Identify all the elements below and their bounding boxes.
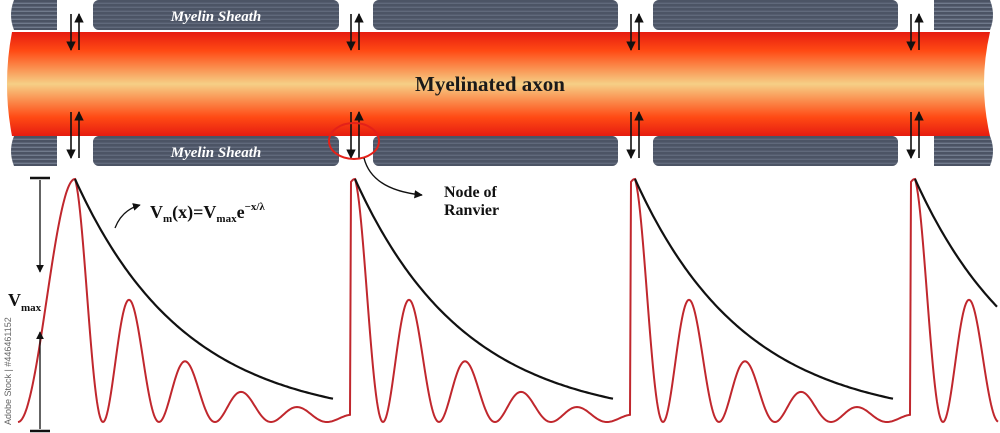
node-label-line1: Node of bbox=[444, 184, 498, 201]
axon-label: Myelinated axon bbox=[415, 72, 565, 96]
decay-envelope-curve bbox=[73, 178, 334, 400]
node-highlight-circle bbox=[328, 122, 380, 160]
vmax-scale: Vmax bbox=[8, 176, 50, 433]
decay-envelope-curve bbox=[353, 178, 614, 400]
membrane-potential-waves bbox=[17, 177, 999, 424]
sheath-label-top: Myelin Sheath bbox=[170, 9, 261, 25]
node-label-line2: Ranvier bbox=[444, 202, 499, 219]
vmax-label: Vmax bbox=[8, 290, 42, 314]
equation: Vm(x)=Vmaxe−x/λ bbox=[150, 201, 265, 225]
decay-envelope-curve bbox=[633, 178, 894, 400]
curved-arrow-icon bbox=[363, 157, 423, 199]
myelin-sheath-segment bbox=[11, 136, 57, 166]
membrane-potential-curve bbox=[17, 177, 999, 424]
myelin-sheath-top-row bbox=[11, 0, 993, 30]
myelin-sheath-bottom-row bbox=[11, 136, 993, 166]
stock-credit: Adobe Stock | #446461152 bbox=[3, 317, 13, 425]
axon-body bbox=[7, 32, 990, 136]
ion-flow-arrows bbox=[66, 13, 924, 159]
equation-pointer-arrow bbox=[114, 203, 141, 229]
decay-envelopes bbox=[73, 178, 998, 400]
sheath-label-bottom: Myelin Sheath bbox=[170, 145, 261, 161]
myelin-sheath-segment bbox=[934, 0, 993, 30]
decay-envelope-curve bbox=[913, 178, 998, 308]
myelin-sheath-segment bbox=[11, 0, 57, 30]
myelin-sheath-segment bbox=[934, 136, 993, 166]
